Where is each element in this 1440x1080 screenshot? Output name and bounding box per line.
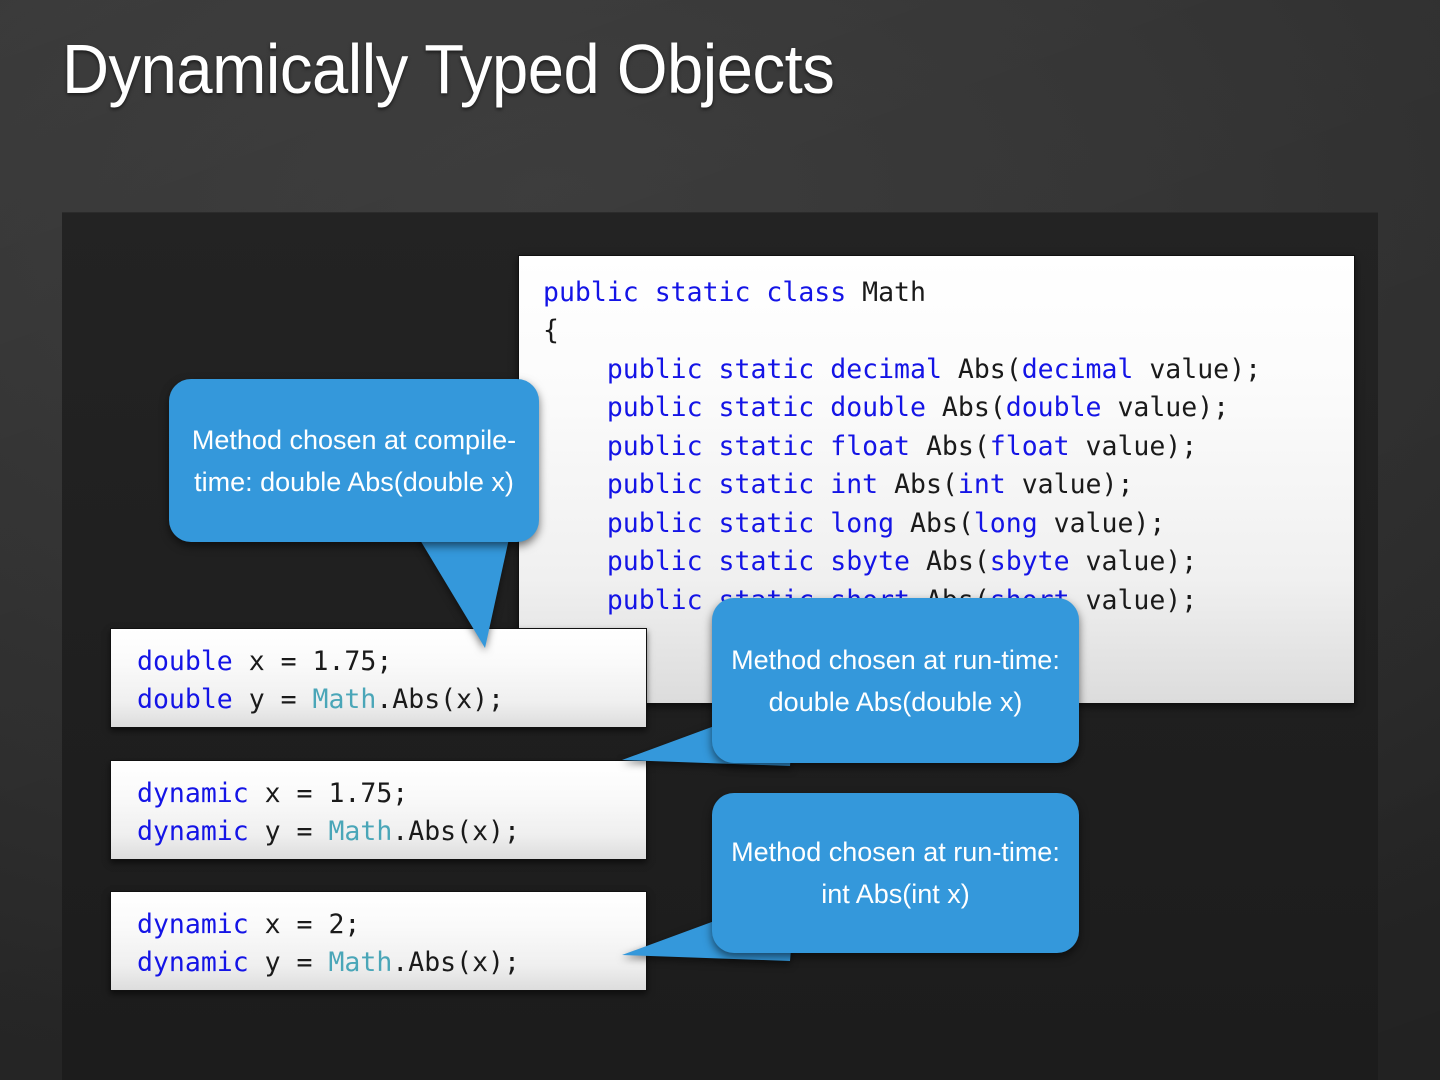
code-token: dynamic xyxy=(137,815,249,847)
callout-text: Method chosen at compile-time: double Ab… xyxy=(191,424,517,497)
code-token: Abs( xyxy=(910,546,990,577)
code-token xyxy=(703,354,719,385)
code-token xyxy=(814,431,830,462)
code-token xyxy=(543,392,607,423)
code-token xyxy=(814,546,830,577)
code-token: Abs( xyxy=(925,392,1006,423)
code-token xyxy=(543,508,607,539)
code-token: Abs( xyxy=(941,353,1022,385)
code-token: { xyxy=(543,315,559,346)
code-token xyxy=(703,392,719,423)
code-token: static xyxy=(718,353,815,385)
code-token: decimal xyxy=(1021,353,1134,385)
code-token: long xyxy=(973,507,1038,539)
code-token: value); xyxy=(1005,469,1134,500)
code-token: static xyxy=(718,469,815,500)
code-token: int xyxy=(957,469,1006,500)
code-token: long xyxy=(830,507,895,539)
code-token: value); xyxy=(1037,507,1166,539)
code-token: .Abs(x); xyxy=(376,683,504,715)
code-token: double xyxy=(137,645,233,677)
code-token xyxy=(814,469,830,500)
code-token: Abs( xyxy=(910,430,990,462)
code-token: Abs( xyxy=(894,507,974,539)
code-token: sbyte xyxy=(989,546,1070,577)
code-token xyxy=(703,546,719,577)
code-token: float xyxy=(830,430,911,462)
code-token xyxy=(814,508,830,539)
code-token: public xyxy=(606,353,703,385)
code-token xyxy=(703,431,719,462)
code-token: public xyxy=(606,507,703,539)
code-token: x = 2; xyxy=(248,908,361,940)
code-token: static xyxy=(718,507,815,539)
code-token: value); xyxy=(1069,584,1198,616)
code-token: sbyte xyxy=(830,546,911,577)
code-token: Math xyxy=(328,946,393,978)
code-token: float xyxy=(989,430,1070,462)
code-token: y = xyxy=(248,815,329,847)
code-token: value); xyxy=(1069,430,1198,462)
code-token: double xyxy=(830,392,926,423)
code-token: y = xyxy=(248,946,329,978)
code-token: value); xyxy=(1069,546,1198,577)
code-token: value); xyxy=(1101,392,1230,423)
code-token: public xyxy=(606,584,703,616)
code-token xyxy=(814,392,830,423)
code-token: Math xyxy=(846,276,926,308)
code-token: dynamic xyxy=(137,946,249,978)
code-token: Abs( xyxy=(878,469,958,500)
code-token: public xyxy=(543,276,639,308)
code-token: public xyxy=(606,469,703,500)
code-token xyxy=(750,277,766,308)
code-token: double xyxy=(1005,392,1102,423)
code-token xyxy=(543,469,607,500)
code-token: static xyxy=(718,392,815,423)
code-token xyxy=(703,508,719,539)
callout-bubble-compile-time: Method chosen at compile-time: double Ab… xyxy=(169,379,539,542)
code-token xyxy=(543,431,607,462)
code-token: dynamic xyxy=(137,908,249,940)
code-snippet-static-double: double x = 1.75; double y = Math.Abs(x); xyxy=(110,627,647,728)
code-token: .Abs(x); xyxy=(392,946,520,978)
code-token: public xyxy=(606,546,703,577)
code-snippet-dynamic-int: dynamic x = 2; dynamic y = Math.Abs(x); xyxy=(110,890,647,991)
code-token xyxy=(814,354,830,385)
code-token: static xyxy=(654,276,751,308)
code-token: Math xyxy=(328,815,393,847)
code-token: Math xyxy=(312,683,377,715)
code-token: static xyxy=(718,546,815,577)
code-token xyxy=(543,546,607,577)
page-title: Dynamically Typed Objects xyxy=(62,30,835,108)
code-token: public xyxy=(606,430,703,462)
code-token: double xyxy=(137,683,233,715)
code-token: class xyxy=(766,276,847,308)
code-token: x = 1.75; xyxy=(232,645,393,677)
callout-bubble-runtime-double: Method chosen at run-time: double Abs(do… xyxy=(712,598,1079,763)
callout-bubble-runtime-int: Method chosen at run-time: int Abs(int x… xyxy=(712,793,1079,953)
code-snippet-dynamic-double: dynamic x = 1.75; dynamic y = Math.Abs(x… xyxy=(110,759,647,860)
code-token xyxy=(543,585,607,616)
callout-text: Method chosen at run-time: int Abs(int x… xyxy=(731,837,1060,909)
code-token: int xyxy=(830,469,879,500)
code-token xyxy=(703,469,719,500)
callout-text: Method chosen at run-time: double Abs(do… xyxy=(731,644,1060,717)
code-token: .Abs(x); xyxy=(392,815,520,847)
code-token: static xyxy=(718,430,815,462)
code-token: public xyxy=(606,392,703,423)
code-token xyxy=(639,277,655,308)
code-token: x = 1.75; xyxy=(248,777,409,809)
code-token: dynamic xyxy=(137,777,249,809)
code-token: decimal xyxy=(830,353,942,385)
code-token: y = xyxy=(232,683,313,715)
code-token xyxy=(543,354,607,385)
code-token: value); xyxy=(1133,353,1262,385)
